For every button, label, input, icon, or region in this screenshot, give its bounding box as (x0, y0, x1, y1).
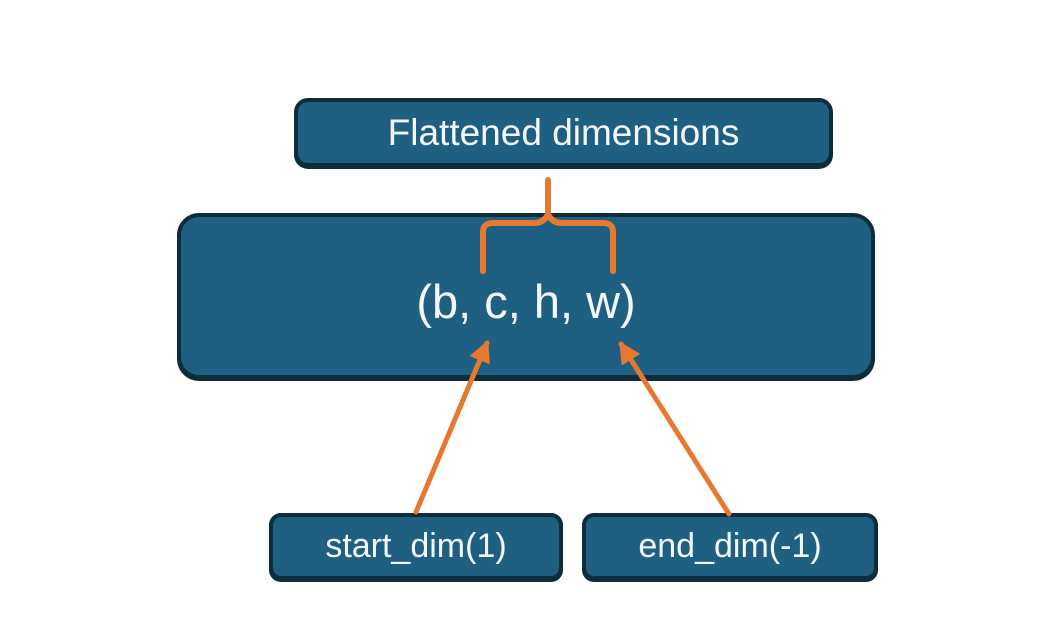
node-tensor-shape: (b, c, h, w) (177, 213, 875, 379)
node-end-dim: end_dim(-1) (582, 513, 878, 580)
flattened-dimensions-label: Flattened dimensions (387, 111, 740, 153)
end-dim-label: end_dim(-1) (638, 527, 822, 565)
node-flattened-dimensions: Flattened dimensions (294, 98, 833, 167)
node-start-dim: start_dim(1) (269, 513, 563, 580)
start-dim-label: start_dim(1) (325, 527, 507, 565)
tensor-shape-label: (b, c, h, w) (416, 274, 636, 328)
